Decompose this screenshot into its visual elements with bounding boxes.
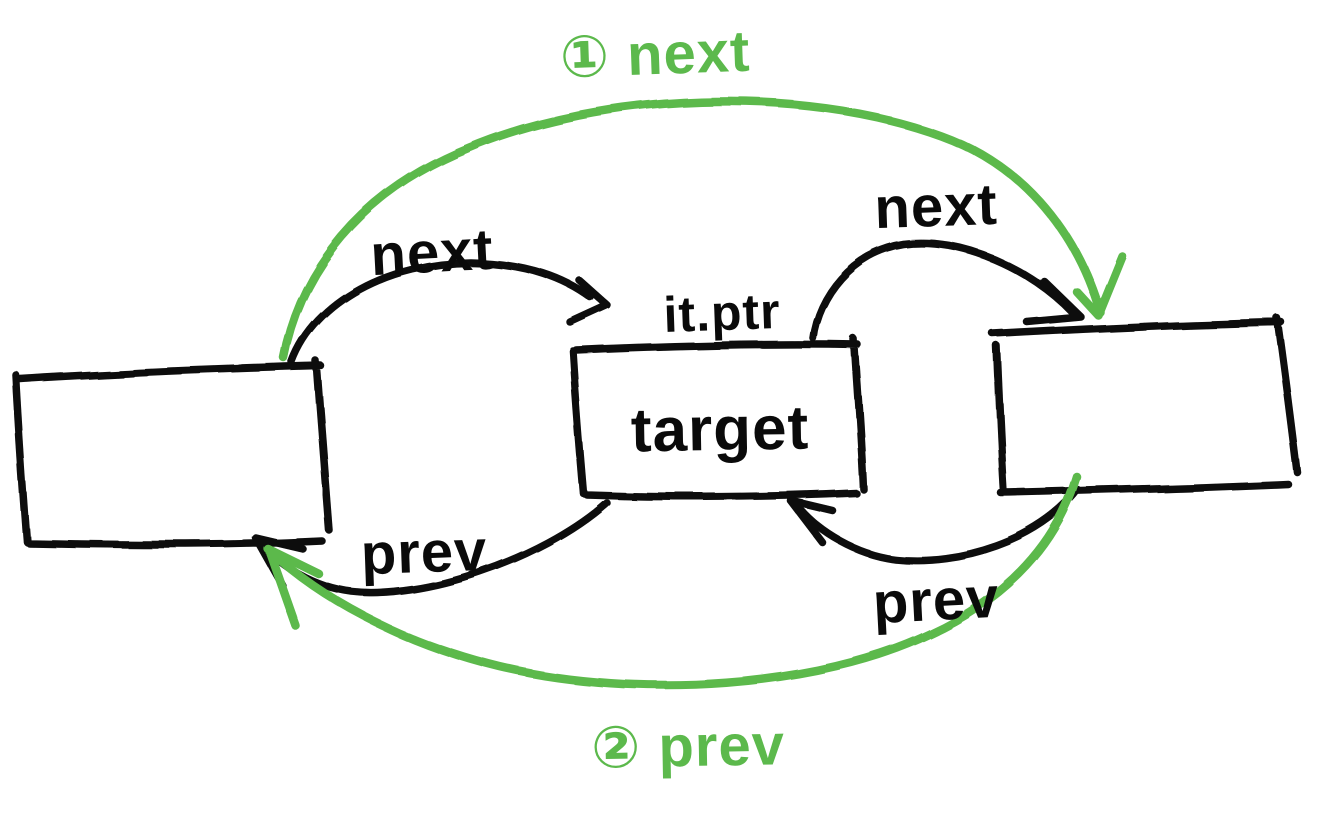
prev-label-right: prev	[871, 565, 1001, 637]
next-arrow-left	[288, 258, 611, 366]
step1-next-label: ① next	[559, 19, 752, 91]
target-node-label: target	[630, 393, 809, 465]
step1-next-bypass-arrow	[279, 97, 1127, 363]
left-node-box	[12, 357, 333, 549]
next-label-right: next	[873, 172, 998, 241]
right-node-box	[989, 314, 1301, 497]
next-label-left: next	[369, 217, 495, 288]
step2-prev-label: ② prev	[591, 712, 786, 780]
it-ptr-label: it.ptr	[663, 283, 782, 343]
step2-prev-bypass-arrow	[263, 472, 1082, 690]
target-node-box	[569, 335, 867, 501]
prev-arrow-right	[787, 486, 1082, 564]
next-arrow-right	[809, 239, 1085, 342]
prev-label-left: prev	[360, 518, 489, 587]
